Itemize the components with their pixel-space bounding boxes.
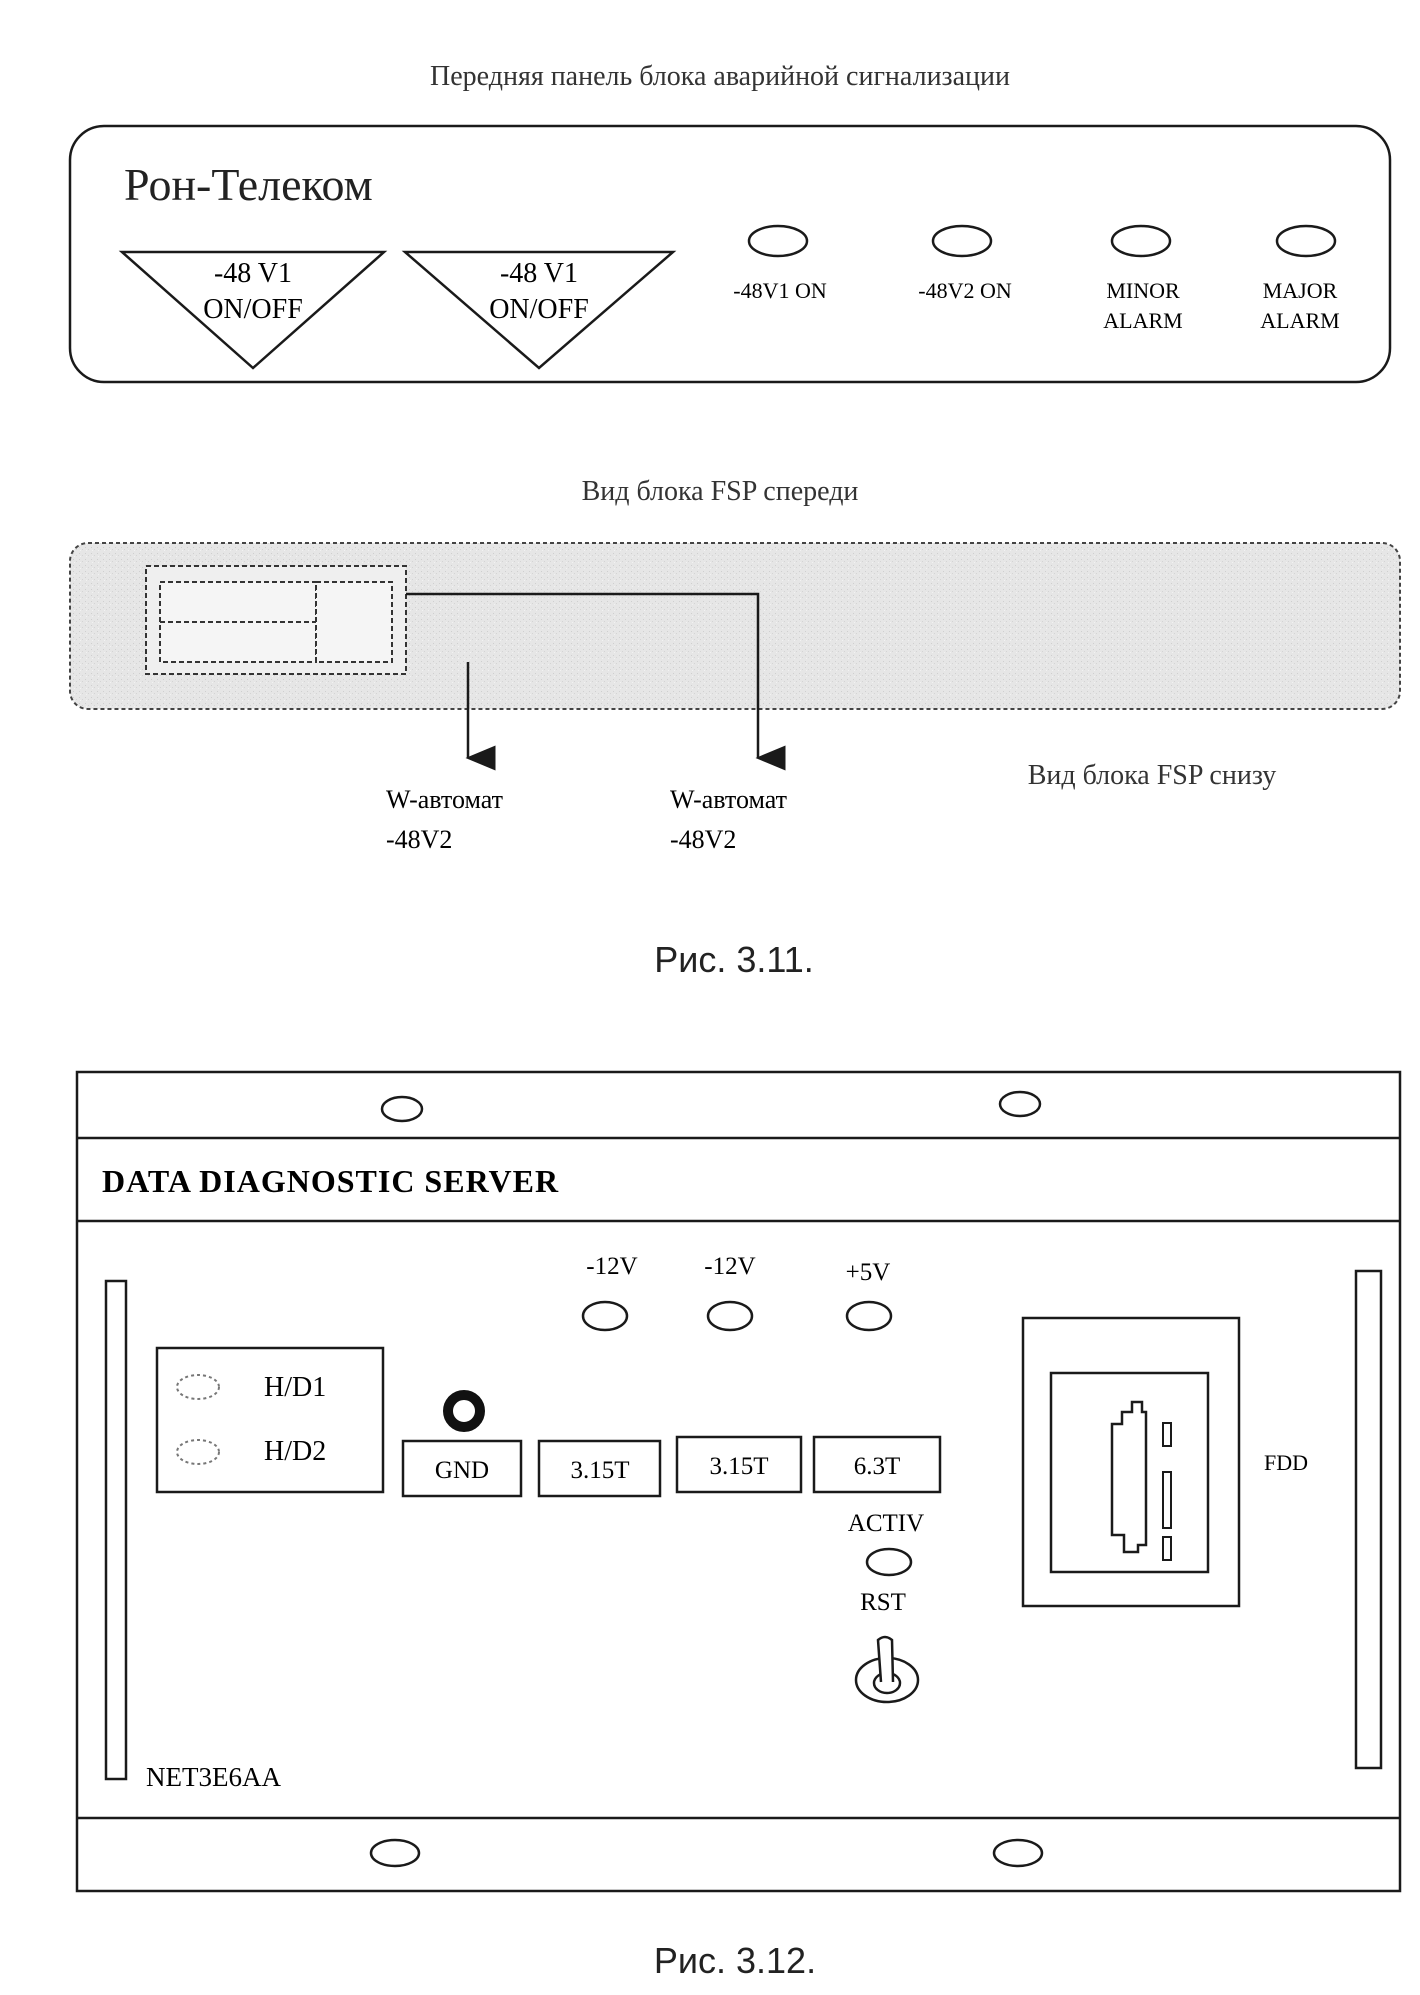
fuse-box-3[interactable] — [812, 1435, 942, 1494]
mount-hole-bottom-left — [369, 1838, 421, 1868]
breaker-2-triangle[interactable] — [401, 250, 677, 370]
callout-label-2-line1: W-автомат — [670, 785, 787, 814]
indicator-label-48v1: -48V1 ON — [733, 278, 827, 303]
indicator-label-major-2: ALARM — [1260, 308, 1339, 333]
hd1-label: H/D1 — [264, 1372, 326, 1403]
gnd-label: GND — [435, 1457, 489, 1484]
indicator-led-minor — [1110, 224, 1172, 258]
voltage-led-2 — [706, 1300, 754, 1332]
fuse-box-1[interactable] — [537, 1439, 662, 1498]
fdd-slot-icon[interactable] — [1110, 1400, 1172, 1561]
callout-arrow-2-leader — [406, 592, 786, 771]
mount-hole-top-right — [998, 1090, 1042, 1118]
server-title: DATA DIAGNOSTIC SERVER — [102, 1163, 559, 1199]
fsp-front-title: Вид блока FSP спереди — [582, 476, 859, 507]
indicator-label-minor-1: MINOR — [1106, 278, 1180, 303]
hd2-led — [176, 1439, 220, 1465]
hd2-label: H/D2 — [264, 1436, 326, 1467]
voltage-led-3 — [845, 1300, 893, 1332]
voltage-label-3: +5V — [846, 1259, 891, 1286]
voltage-label-2: -12V — [704, 1253, 755, 1280]
indicator-led-major — [1275, 224, 1337, 258]
fuse-box-2[interactable] — [675, 1435, 803, 1494]
gnd-box — [401, 1439, 523, 1498]
activ-label: ACTIV — [848, 1510, 924, 1537]
rst-label: RST — [860, 1589, 906, 1616]
reset-toggle-switch-icon[interactable] — [854, 1635, 920, 1704]
brand-label: Рон-Телеком — [124, 159, 373, 210]
breaker-1-label-line1: -48 V1 — [214, 258, 292, 289]
voltage-label-1: -12V — [586, 1253, 637, 1280]
figure-caption-3-12: Рис. 3.12. — [654, 1940, 816, 1981]
breaker-1-label-line2: ON/OFF — [203, 294, 303, 325]
indicator-label-major-1: MAJOR — [1263, 278, 1338, 303]
fuse-label-2: 3.15T — [709, 1453, 768, 1480]
voltage-led-1 — [581, 1300, 629, 1332]
handle-left[interactable] — [104, 1279, 128, 1781]
alarm-panel-title: Передняя панель блока аварийной сигнализ… — [430, 61, 1010, 92]
model-label: NET3E6AA — [146, 1762, 281, 1792]
hd1-led — [176, 1374, 220, 1400]
mount-hole-bottom-right — [992, 1838, 1044, 1868]
activ-led — [865, 1547, 913, 1577]
fsp-bottom-title: Вид блока FSP снизу — [1028, 760, 1277, 791]
breaker-2-label-line1: -48 V1 — [500, 258, 578, 289]
indicator-led-48v1 — [747, 224, 809, 258]
fuse-label-1: 3.15T — [570, 1457, 629, 1484]
fdd-label: FDD — [1264, 1450, 1308, 1475]
fdd-drive — [1049, 1371, 1210, 1574]
hd-indicator-box — [155, 1346, 385, 1494]
callout-label-2-line2: -48V2 — [670, 825, 736, 854]
breaker-1-triangle[interactable] — [118, 250, 388, 370]
alarm-panel — [68, 124, 1392, 384]
gnd-terminal-icon[interactable] — [443, 1390, 485, 1432]
indicator-label-48v2: -48V2 ON — [918, 278, 1012, 303]
callout-label-1-line2: -48V2 — [386, 825, 452, 854]
fuse-label-3: 6.3T — [854, 1453, 901, 1480]
breaker-2-label-line2: ON/OFF — [489, 294, 589, 325]
indicator-led-48v2 — [931, 224, 993, 258]
indicator-label-minor-2: ALARM — [1103, 308, 1182, 333]
handle-right[interactable] — [1354, 1269, 1383, 1770]
fsp-switch-block-right[interactable] — [315, 581, 393, 663]
figure-caption-3-11: Рис. 3.11. — [654, 939, 814, 980]
mount-hole-top-left — [380, 1095, 424, 1123]
callout-label-1-line1: W-автомат — [386, 785, 503, 814]
